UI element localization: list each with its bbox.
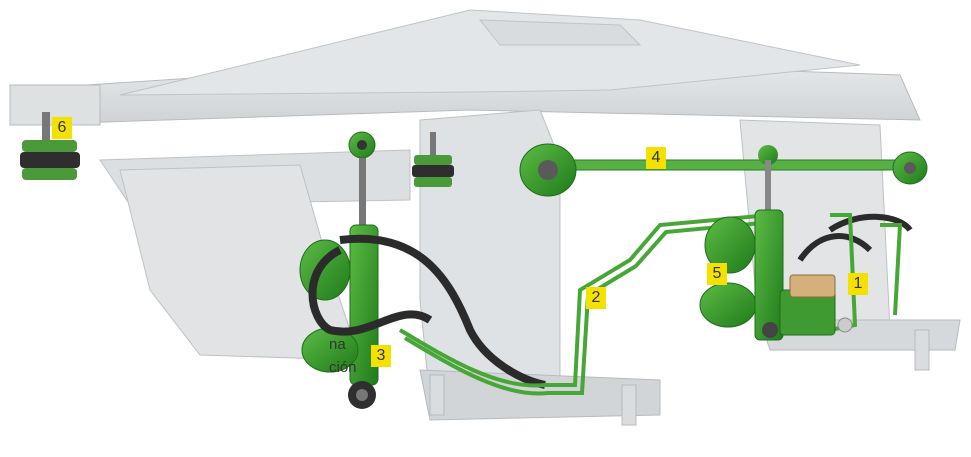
- callout-4: 4: [646, 147, 666, 169]
- cab-mount-center: [412, 132, 454, 187]
- side-text-line-2: ción: [329, 359, 357, 376]
- cab-mount-left: [20, 112, 80, 180]
- hydraulic-hoses: [308, 213, 913, 389]
- valve-block: [699, 209, 853, 341]
- callout-2: 2: [586, 287, 606, 309]
- callout-1: 1: [848, 273, 868, 295]
- cab-frame: [9, 9, 961, 426]
- callout-6: 6: [52, 117, 72, 139]
- callout-3: 3: [371, 345, 391, 367]
- side-text-line-1: na: [329, 336, 346, 353]
- callout-5: 5: [707, 263, 727, 285]
